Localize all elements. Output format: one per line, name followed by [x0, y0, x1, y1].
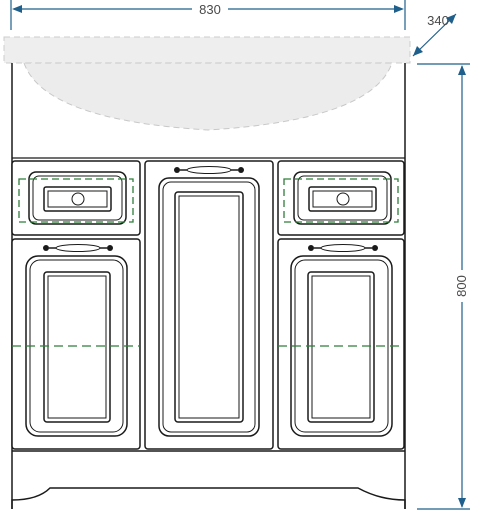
- plinth: [11, 487, 406, 509]
- sink-bowl: [23, 62, 393, 131]
- depth-dimension: 340: [412, 13, 457, 57]
- bar-handle-icon: [174, 166, 244, 174]
- width-dimension: 830: [10, 0, 406, 30]
- width-label: 830: [199, 2, 221, 17]
- right-drawer-hinge-guide: [283, 178, 399, 223]
- left-drawer-handle-plate: [43, 186, 112, 212]
- depth-label: 340: [427, 13, 449, 28]
- right-door: [277, 238, 405, 450]
- right-drawer-handle-plate: [308, 186, 377, 212]
- height-label: 800: [454, 275, 469, 297]
- height-dimension: 800: [417, 63, 470, 510]
- bar-handle-icon: [308, 244, 378, 252]
- bar-handle-icon: [43, 244, 113, 252]
- depth-arrow-bottom: [413, 46, 423, 56]
- right-drawer: [277, 160, 405, 236]
- width-arrow-left: [12, 5, 22, 13]
- left-drawer: [11, 160, 141, 236]
- circle-knob-icon: [336, 192, 350, 206]
- height-arrow-top: [458, 65, 466, 75]
- height-arrow-bottom: [458, 498, 466, 508]
- left-drawer-hinge-guide: [18, 178, 134, 223]
- circle-knob-icon: [71, 192, 85, 206]
- left-door: [11, 238, 141, 450]
- sink-top: [3, 36, 411, 131]
- center-door: [144, 160, 274, 450]
- depth-arrow-top: [446, 14, 456, 24]
- width-arrow-right: [394, 5, 404, 13]
